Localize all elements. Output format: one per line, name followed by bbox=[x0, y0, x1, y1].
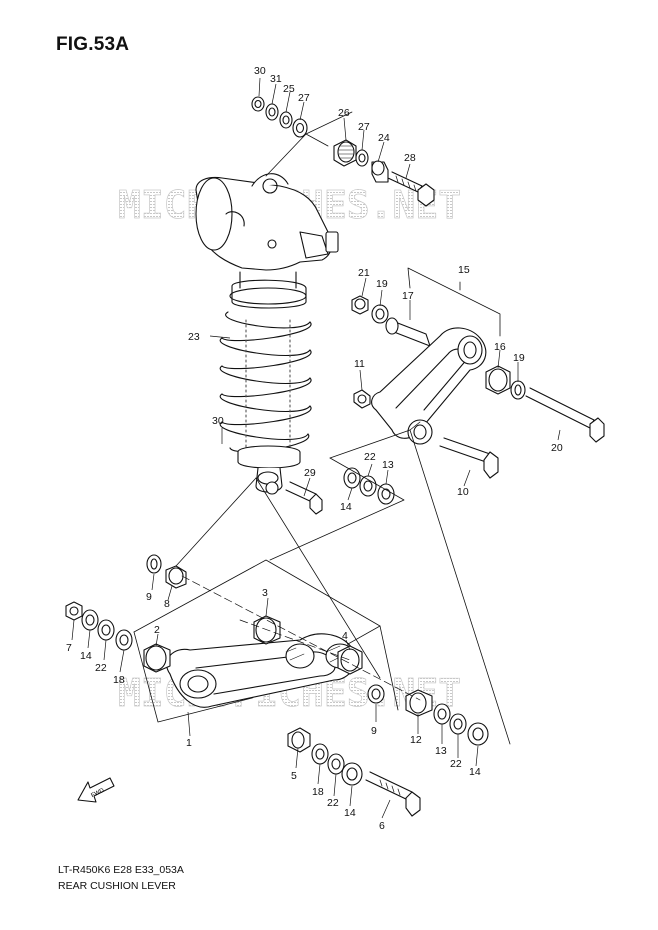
callout-13: 13 bbox=[435, 745, 447, 757]
callout-27: 27 bbox=[358, 121, 370, 133]
callout-18: 18 bbox=[113, 674, 125, 686]
callout-3: 3 bbox=[262, 587, 268, 599]
callout-9: 9 bbox=[146, 591, 152, 603]
callout-11: 11 bbox=[354, 358, 365, 370]
shock-absorber bbox=[195, 173, 339, 493]
callout-labels: 30 31 25 27 26 27 24 28 21 19 17 15 23 1… bbox=[66, 65, 563, 832]
callout-28: 28 bbox=[404, 152, 416, 164]
callout-14: 14 bbox=[340, 501, 352, 513]
callout-31: 31 bbox=[270, 73, 282, 85]
callout-15: 15 bbox=[458, 264, 470, 276]
callout-26: 26 bbox=[338, 107, 350, 119]
callout-14: 14 bbox=[344, 807, 356, 819]
fwd-arrow-label: FWD bbox=[90, 787, 106, 799]
callout-1: 1 bbox=[186, 737, 192, 749]
figure-title: FIG.53A bbox=[56, 34, 130, 55]
callout-16: 16 bbox=[494, 341, 506, 353]
callout-22: 22 bbox=[327, 797, 339, 809]
callout-18: 18 bbox=[312, 786, 324, 798]
callout-14: 14 bbox=[80, 650, 92, 662]
callout-12: 12 bbox=[410, 734, 422, 746]
callout-2: 2 bbox=[154, 624, 160, 636]
collar-8-seal-9 bbox=[146, 554, 187, 589]
bolt-29 bbox=[265, 481, 323, 515]
callout-30: 30 bbox=[212, 415, 224, 427]
callout-5: 5 bbox=[291, 770, 297, 782]
callout-30: 30 bbox=[254, 65, 266, 77]
callout-21: 21 bbox=[358, 267, 370, 279]
callout-6: 6 bbox=[379, 820, 385, 832]
callout-20: 20 bbox=[551, 442, 563, 454]
diagram-caption: REAR CUSHION LEVER bbox=[58, 880, 176, 892]
callout-7: 7 bbox=[66, 642, 72, 654]
upper-mount-parts bbox=[333, 139, 435, 207]
callout-29: 29 bbox=[304, 467, 316, 479]
right-washer-stack bbox=[367, 684, 489, 746]
callout-8: 8 bbox=[164, 598, 170, 610]
callout-22: 22 bbox=[364, 451, 376, 463]
fwd-arrow-icon bbox=[77, 777, 115, 803]
callout-23: 23 bbox=[188, 331, 200, 343]
callout-4: 4 bbox=[342, 630, 348, 642]
callout-19: 19 bbox=[513, 352, 525, 364]
callout-22: 22 bbox=[95, 662, 107, 674]
left-washer-stack bbox=[65, 601, 133, 651]
callout-19: 19 bbox=[376, 278, 388, 290]
callout-14: 14 bbox=[469, 766, 481, 778]
cushion-lever-assembly bbox=[343, 295, 605, 505]
callout-25: 25 bbox=[283, 83, 295, 95]
callout-13: 13 bbox=[382, 459, 394, 471]
callout-10: 10 bbox=[457, 486, 469, 498]
callout-17: 17 bbox=[402, 290, 414, 302]
diagram-code: LT-R450K6 E28 E33_053A bbox=[58, 864, 184, 876]
callout-24: 24 bbox=[378, 132, 390, 144]
callout-9: 9 bbox=[371, 725, 377, 737]
callout-27: 27 bbox=[298, 92, 310, 104]
callout-22: 22 bbox=[450, 758, 462, 770]
bottom-bolt-stack bbox=[287, 727, 421, 817]
